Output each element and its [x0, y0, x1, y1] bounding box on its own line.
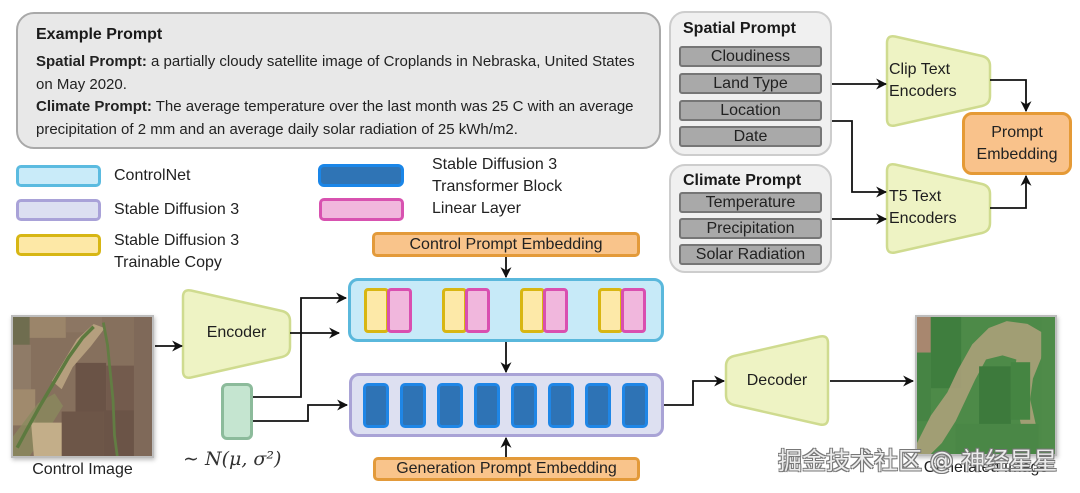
control-prompt-embedding: Control Prompt Embedding	[372, 232, 640, 257]
arrow-clip-to-prompt-embedding	[990, 79, 1032, 113]
linear-layer-block	[543, 288, 568, 333]
attribute-cloudiness: Cloudiness	[679, 46, 822, 67]
field-patch	[103, 410, 134, 456]
legend-swatch-sd3	[16, 199, 101, 221]
linear-layer-block	[387, 288, 412, 333]
arrow-noise-to-controlnet	[253, 292, 348, 398]
example-climate-prompt: Climate Prompt: The average temperature …	[36, 96, 651, 141]
transformer-block	[585, 383, 611, 428]
attribute-location: Location	[679, 100, 822, 121]
climate-prompt-panel: Climate Prompt Temperature Precipitation…	[669, 164, 832, 273]
climate-prompt-text: The average temperature over the last mo…	[36, 98, 634, 138]
climate-prompt-title: Climate Prompt	[683, 172, 802, 189]
watermark: 掘金技术社区 @ 神经星星	[778, 447, 1058, 475]
generation-prompt-embedding: Generation Prompt Embedding	[373, 457, 640, 481]
legend-swatch-trainable-copy	[16, 234, 101, 256]
attribute-temperature: Temperature	[679, 192, 822, 213]
clip-text-encoder-label: Clip Text Encoders	[889, 61, 957, 100]
spatial-prompt-label: Spatial Prompt:	[36, 53, 147, 70]
arrow-noise-to-sd3	[253, 399, 349, 422]
field-patch	[1041, 317, 1055, 454]
attribute-solar-radiation: Solar Radiation	[679, 244, 822, 265]
legend-label-sd3: Stable Diffusion 3	[114, 201, 240, 218]
legend-label-trainable-copy: Stable Diffusion 3 Trainable Copy	[114, 232, 240, 271]
t5-text-encoder-label: T5 Text Encoders	[889, 188, 957, 227]
legend-label-linear-layer: Linear Layer	[432, 200, 521, 217]
trainable-copy-block	[598, 288, 623, 333]
trainable-copy-block	[364, 288, 389, 333]
transformer-block	[400, 383, 426, 428]
generated-image-label: Generated Image	[923, 459, 1049, 476]
field-patch	[61, 411, 104, 456]
transformer-block	[437, 383, 463, 428]
arrow-sd3-to-decoder	[664, 375, 726, 406]
sd3-block	[349, 373, 664, 437]
linear-layer-block	[621, 288, 646, 333]
climate-prompt-label: Climate Prompt:	[36, 98, 152, 115]
field-patch	[133, 317, 152, 456]
linear-layer-block	[465, 288, 490, 333]
field-patch	[75, 362, 107, 412]
field-patch	[955, 423, 1039, 454]
spatial-prompt-text: a partially cloudy satellite image of Cr…	[36, 53, 635, 93]
transformer-block	[548, 383, 574, 428]
bare-ridge	[51, 323, 105, 390]
spatial-prompt-panel: Spatial Prompt Cloudiness Land Type Loca…	[669, 11, 832, 156]
example-prompt-panel: Example Prompt Spatial Prompt: a partial…	[16, 12, 661, 149]
attribute-date: Date	[679, 126, 822, 147]
field-patch	[13, 344, 32, 390]
field-patch	[1010, 362, 1031, 420]
noise-latent	[221, 383, 253, 440]
control-image-label: Control Image	[32, 461, 133, 478]
encoder-label: Encoder	[206, 324, 267, 341]
legend-label-transformer-block: Stable Diffusion 3 Transformer Block	[432, 156, 563, 195]
generated-image	[915, 315, 1057, 456]
transformer-block	[511, 383, 537, 428]
arrow-spatial-to-t5-encoder	[832, 120, 888, 198]
field-patch	[917, 352, 931, 422]
legend-swatch-controlnet	[16, 165, 101, 187]
legend-swatch-linear-layer	[319, 198, 404, 221]
field-patch	[13, 317, 30, 345]
legend-swatch-transformer-block	[318, 164, 404, 187]
transformer-block	[363, 383, 389, 428]
example-spatial-prompt: Spatial Prompt: a partially cloudy satel…	[36, 51, 651, 96]
attribute-precipitation: Precipitation	[679, 218, 822, 239]
attribute-land-type: Land Type	[679, 73, 822, 94]
field-patch	[917, 317, 931, 353]
legend-label-controlnet: ControlNet	[114, 167, 191, 184]
bare-ridge	[917, 321, 1044, 454]
trainable-copy-block	[520, 288, 545, 333]
generated-satellite-image	[917, 317, 1055, 454]
decoder-label: Decoder	[746, 372, 808, 389]
control-image	[11, 315, 154, 458]
stream	[15, 325, 95, 449]
controlnet-block	[348, 278, 664, 342]
transformer-block	[622, 383, 648, 428]
spatial-prompt-title: Spatial Prompt	[683, 20, 796, 37]
control-satellite-image	[13, 317, 152, 456]
prompt-embedding-box: Prompt Embedding	[962, 112, 1072, 175]
field-patch	[29, 317, 66, 338]
trainable-copy-block	[442, 288, 467, 333]
field-patch	[979, 366, 1011, 427]
arrow-t5-to-prompt-embedding	[990, 174, 1032, 209]
example-prompt-title: Example Prompt	[36, 26, 163, 43]
bare-field	[31, 422, 62, 456]
noise-distribution-label: ∼ N(μ, σ²)	[183, 448, 282, 470]
stream	[101, 322, 119, 456]
transformer-block	[474, 383, 500, 428]
